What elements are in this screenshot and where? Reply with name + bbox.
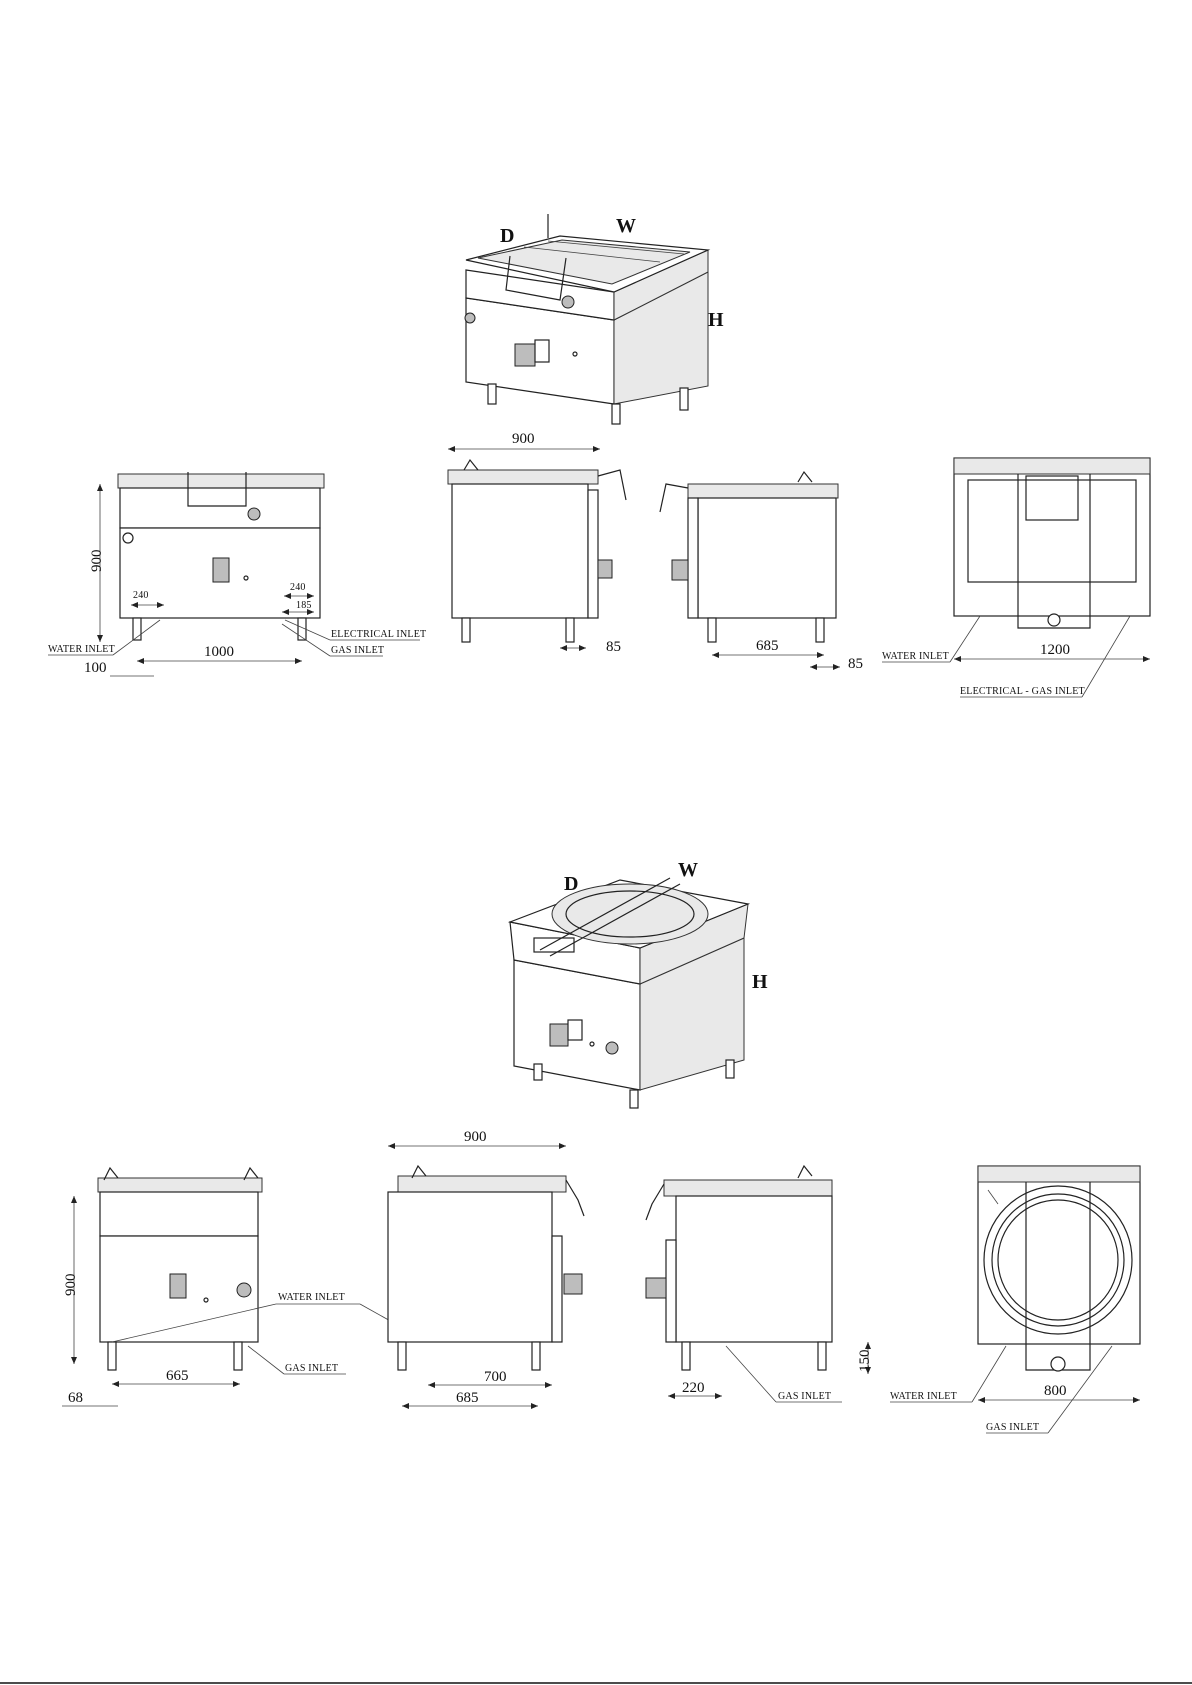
- bottom-side-inlet-offset: 220: [682, 1380, 705, 1396]
- top-front-electrical-inlet: ELECTRICAL INLET: [331, 629, 426, 640]
- top-side-rear-offset: 85: [606, 639, 621, 655]
- bottom-plan-view: 800 WATER INLET GAS INLET: [890, 1166, 1140, 1433]
- bottom-isometric-view: D W H: [510, 859, 768, 1108]
- top-side-rear-offset-right: 85: [848, 656, 863, 672]
- top-front-view: 900 240 240 185 1000 100 WATER INLET ELE…: [48, 472, 426, 676]
- top-side-view-right: 685 85: [660, 472, 863, 672]
- iso-depth-label-bottom: D: [564, 873, 578, 895]
- bottom-side-gas-inlet: GAS INLET: [778, 1391, 831, 1402]
- iso-height-label: H: [708, 309, 724, 331]
- iso-width-label: W: [616, 215, 636, 237]
- top-front-height-dim: 900: [89, 550, 105, 573]
- bottom-plan-water-inlet: WATER INLET: [890, 1391, 957, 1402]
- bottom-side-depth-dim: 900: [464, 1129, 487, 1145]
- bottom-front-leg-span: 665: [166, 1368, 189, 1384]
- bottom-front-side-offset: 68: [68, 1390, 83, 1406]
- bottom-water-inlet: WATER INLET: [278, 1292, 345, 1303]
- top-side-leg-span: 685: [756, 638, 779, 654]
- top-plan-width-dim: 1200: [1040, 642, 1070, 658]
- top-front-gas-inlet: GAS INLET: [331, 645, 384, 656]
- bottom-front-view: 900 665 68 GAS INLET: [62, 1168, 346, 1406]
- bottom-side-inlet-height: 150: [857, 1350, 873, 1373]
- bottom-front-gas-inlet: GAS INLET: [285, 1363, 338, 1374]
- bottom-side-view-right: 220 150 GAS INLET: [646, 1166, 873, 1402]
- top-plan-electrical-gas-inlet: ELECTRICAL - GAS INLET: [960, 686, 1085, 697]
- bottom-front-height-dim: 900: [63, 1274, 79, 1297]
- top-front-width-dim: 1000: [204, 644, 234, 660]
- bottom-plan-width-dim: 800: [1044, 1383, 1067, 1399]
- top-front-side-offset: 100: [84, 660, 107, 676]
- top-side-depth-dim: 900: [512, 431, 535, 447]
- top-side-view-left: 900 85: [448, 431, 626, 655]
- top-plan-view: 1200 WATER INLET ELECTRICAL - GAS INLET: [882, 458, 1150, 697]
- top-isometric-view: D W H: [465, 214, 724, 424]
- top-front-inlet-offset: 185: [296, 600, 312, 611]
- bottom-side-leg-span: 685: [456, 1390, 479, 1406]
- iso-width-label-bottom: W: [678, 859, 698, 881]
- top-front-leg-offset-right: 240: [290, 582, 306, 593]
- bottom-plan-gas-inlet: GAS INLET: [986, 1422, 1039, 1433]
- top-front-water-inlet: WATER INLET: [48, 644, 115, 655]
- bottom-side-inlet-span: 700: [484, 1369, 507, 1385]
- top-plan-water-inlet: WATER INLET: [882, 651, 949, 662]
- bottom-side-view-left: 900 700 685: [388, 1129, 584, 1406]
- iso-depth-label: D: [500, 225, 514, 247]
- iso-height-label-bottom: H: [752, 971, 768, 993]
- top-front-leg-offset-left: 240: [133, 590, 149, 601]
